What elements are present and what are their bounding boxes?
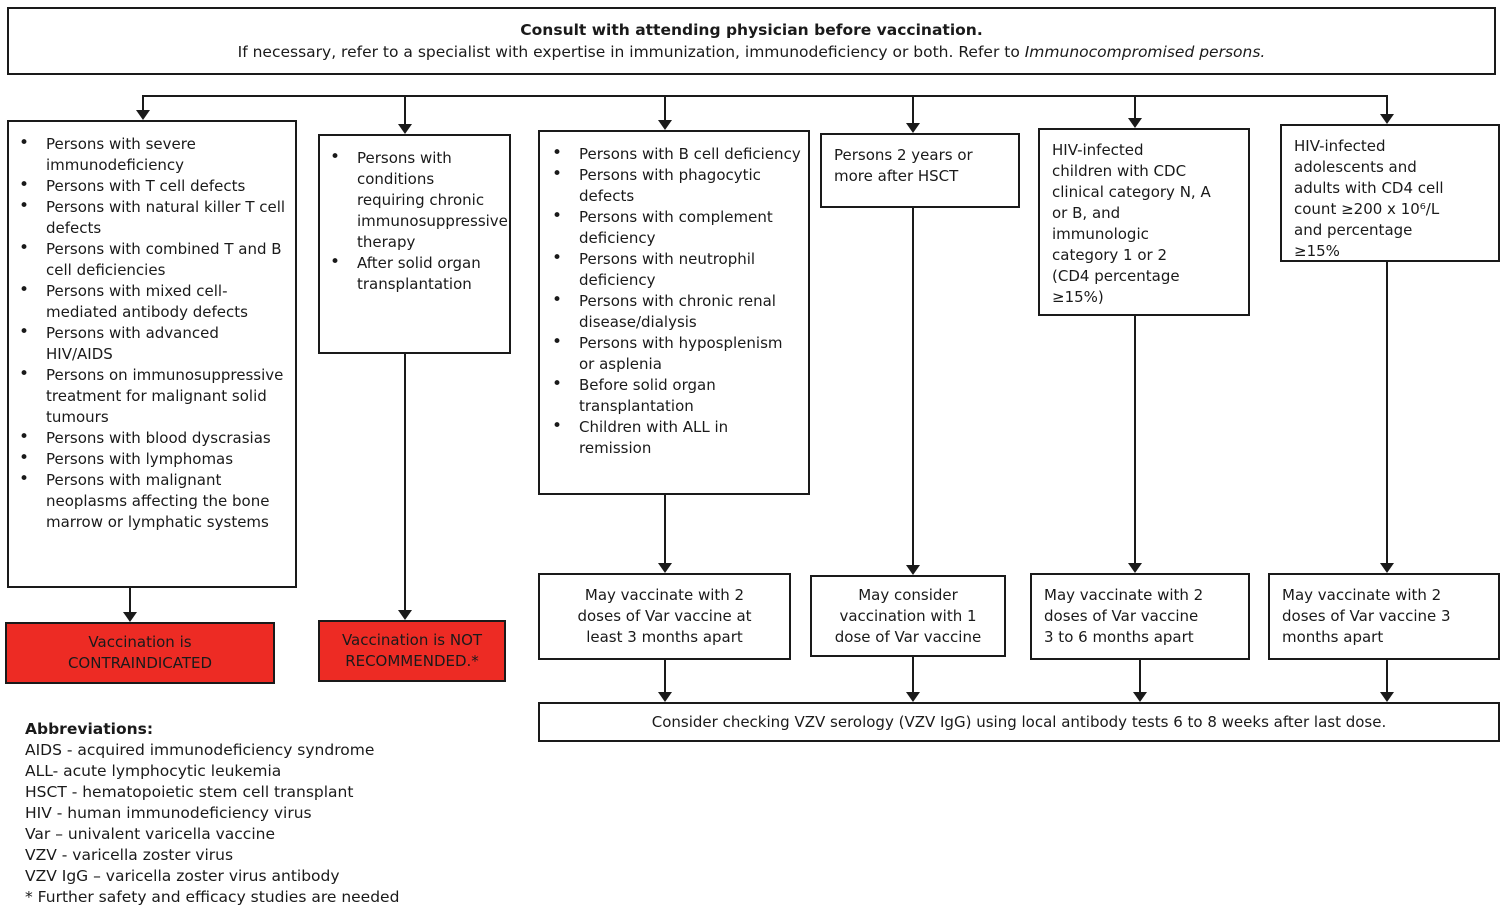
- list-item: Persons with malignant neoplasms affecti…: [15, 469, 289, 533]
- list-item: Persons with blood dyscrasias: [15, 427, 289, 449]
- branch-drop-4: [912, 95, 914, 123]
- outcome-vaccinate-2-doses-3-to-6-months: May vaccinate with 2 doses of Var vaccin…: [1030, 573, 1250, 660]
- arrow-down-icon: [906, 123, 920, 133]
- abbreviations-heading: Abbreviations:: [25, 720, 154, 738]
- arrow-down-icon: [1128, 563, 1142, 573]
- arrow-down-icon: [906, 565, 920, 575]
- banner-title: Consult with attending physician before …: [520, 21, 983, 39]
- list-item: Persons with severe immunodeficiency: [15, 133, 289, 176]
- arrow-down-icon: [398, 610, 412, 620]
- list-item: Var – univalent varicella vaccine: [25, 825, 275, 843]
- list-item: Children with ALL in remission: [548, 416, 802, 459]
- outcome-vaccinate-2-doses-3-months: May vaccinate with 2 doses of Var vaccin…: [1268, 573, 1500, 660]
- condition-box-hiv-children: HIV-infected children with CDC clinical …: [1038, 128, 1250, 316]
- list-item: Before solid organ transplantation: [548, 374, 802, 417]
- connector-line: [664, 660, 666, 692]
- arrow-down-icon: [1128, 118, 1142, 128]
- list-item: VZV IgG – varicella zoster virus antibod…: [25, 867, 340, 885]
- condition-box-hiv-adults: HIV-infected adolescents and adults with…: [1280, 124, 1500, 262]
- list-item: * Further safety and efficacy studies ar…: [25, 888, 400, 906]
- connector-line: [1134, 316, 1136, 563]
- condition-box-severe-immunodeficiency: Persons with severe immunodeficiencyPers…: [7, 120, 297, 588]
- list-item: Persons with combined T and B cell defic…: [15, 238, 289, 281]
- serology-note-box: Consider checking VZV serology (VZV IgG)…: [538, 702, 1500, 742]
- branch-drop-1: [142, 95, 144, 110]
- arrow-down-icon: [136, 110, 150, 120]
- branch-drop-2: [404, 95, 406, 124]
- connector-line: [664, 495, 666, 563]
- list-item: Persons with conditions requiring chroni…: [326, 147, 508, 253]
- connector-line: [912, 208, 914, 565]
- arrow-down-icon: [658, 120, 672, 130]
- abbreviations-block: Abbreviations: AIDS - acquired immunodef…: [25, 718, 399, 908]
- arrow-down-icon: [398, 124, 412, 134]
- condition-box-chronic-immunosuppression: Persons with conditions requiring chroni…: [318, 134, 511, 354]
- condition-box-b-cell-and-other: Persons with B cell deficiencyPersons wi…: [538, 130, 810, 495]
- arrow-down-icon: [658, 692, 672, 702]
- connector-line: [1139, 660, 1141, 692]
- list-item: VZV - varicella zoster virus: [25, 846, 234, 864]
- arrow-down-icon: [1133, 692, 1147, 702]
- connector-line: [912, 657, 914, 692]
- list-item: Persons with complement deficiency: [548, 206, 802, 249]
- outcome-contraindicated: Vaccination is CONTRAINDICATED: [5, 622, 275, 684]
- list-item: Persons with chronic renal disease/dialy…: [548, 290, 802, 333]
- outcome-vaccinate-2-doses-least-3-months: May vaccinate with 2 doses of Var vaccin…: [538, 573, 791, 660]
- branch-drop-5: [1134, 95, 1136, 118]
- list-item: After solid organ transplantation: [326, 252, 505, 295]
- condition-list: Persons with conditions requiring chroni…: [326, 147, 508, 295]
- banner-subtitle-italic: Immunocompromised persons.: [1024, 43, 1266, 61]
- list-item: Persons with advanced HIV/AIDS: [15, 322, 289, 365]
- abbreviations-list: AIDS - acquired immunodeficiency syndrom…: [25, 740, 399, 908]
- arrow-down-icon: [658, 563, 672, 573]
- arrow-down-icon: [1380, 114, 1394, 124]
- list-item: Persons with lymphomas: [15, 448, 289, 470]
- outcome-not-recommended: Vaccination is NOT RECOMMENDED.*: [318, 620, 506, 682]
- list-item: Persons with neutrophil deficiency: [548, 248, 802, 291]
- list-item: Persons with T cell defects: [15, 175, 289, 197]
- arrow-down-icon: [1380, 563, 1394, 573]
- list-item: Persons with phagocytic defects: [548, 164, 802, 207]
- branch-drop-6: [1386, 95, 1388, 114]
- connector-line: [1386, 262, 1388, 563]
- list-item: Persons with hyposplenism or asplenia: [548, 332, 802, 375]
- arrow-down-icon: [123, 612, 137, 622]
- arrow-down-icon: [1380, 692, 1394, 702]
- banner-subtitle-text: If necessary, refer to a specialist with…: [237, 43, 1025, 61]
- list-item: HSCT - hematopoietic stem cell transplan…: [25, 783, 354, 801]
- condition-box-hsct: Persons 2 years or more after HSCT: [820, 133, 1020, 208]
- banner-subtitle: If necessary, refer to a specialist with…: [9, 41, 1494, 63]
- list-item: Persons with natural killer T cell defec…: [15, 196, 289, 239]
- connector-line: [129, 588, 131, 612]
- condition-list: Persons with B cell deficiencyPersons wi…: [548, 143, 802, 459]
- branch-drop-3: [664, 95, 666, 120]
- condition-list: Persons with severe immunodeficiencyPers…: [15, 133, 289, 533]
- list-item: Persons with mixed cell-mediated antibod…: [15, 280, 289, 323]
- outcome-consider-1-dose: May consider vaccination with 1 dose of …: [810, 575, 1006, 657]
- list-item: ALL- acute lymphocytic leukemia: [25, 762, 282, 780]
- connector-line: [1386, 660, 1388, 692]
- list-item: Persons with B cell deficiency: [548, 143, 802, 165]
- arrow-down-icon: [906, 692, 920, 702]
- list-item: AIDS - acquired immunodeficiency syndrom…: [25, 741, 375, 759]
- connector-line: [404, 354, 406, 610]
- branch-hline: [142, 95, 1388, 97]
- list-item: Persons on immunosuppressive treatment f…: [15, 364, 289, 428]
- consult-banner: Consult with attending physician before …: [7, 7, 1496, 75]
- list-item: HIV - human immunodeficiency virus: [25, 804, 312, 822]
